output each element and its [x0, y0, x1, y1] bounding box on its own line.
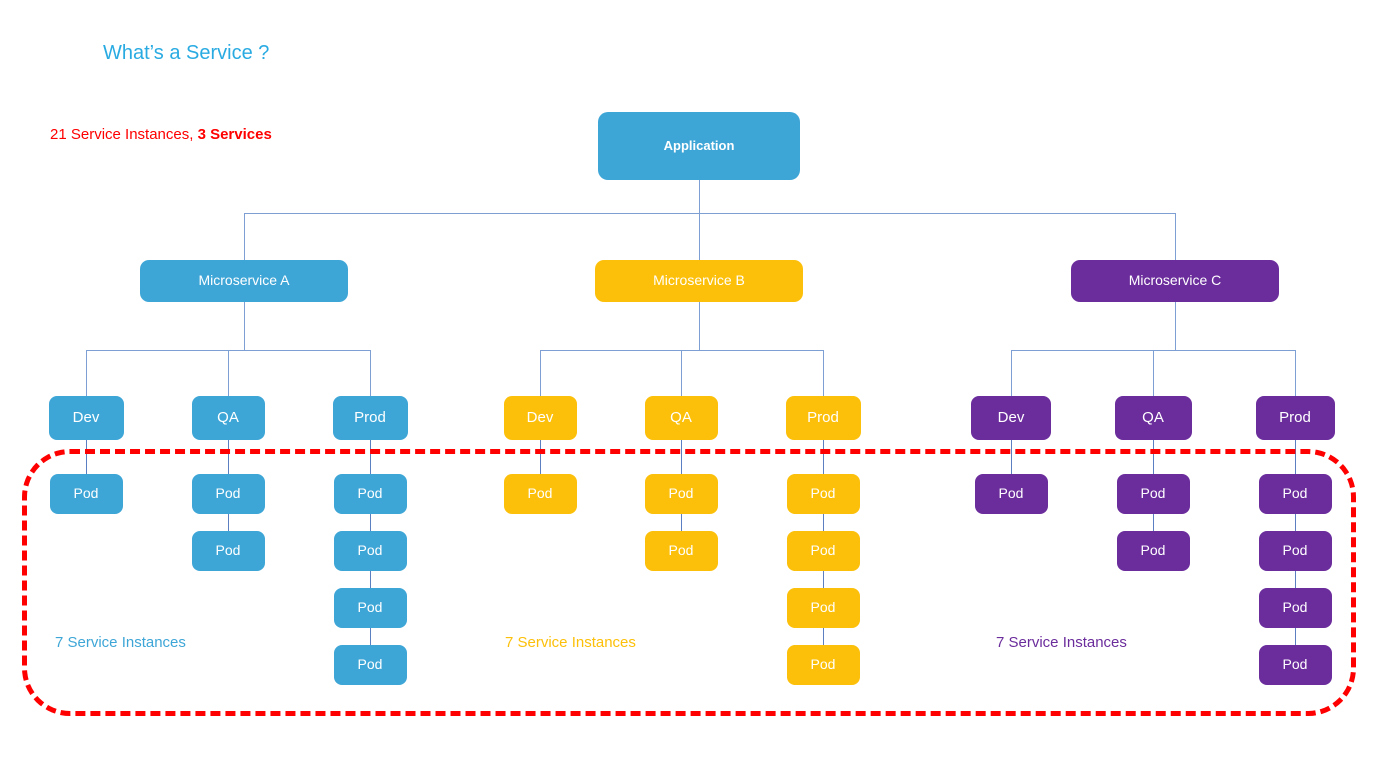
connector-env2-0-to-pod0 — [1011, 440, 1012, 474]
node-pod[interactable]: Pod — [644, 474, 718, 514]
connector-pod1-2-1 — [823, 571, 824, 588]
node-pod[interactable]: Pod — [1258, 645, 1332, 685]
node-env-1-2[interactable]: Prod — [785, 396, 861, 440]
connector-env1-0-to-pod0 — [540, 440, 541, 474]
connector-pod1-2-2 — [823, 628, 824, 645]
node-env-1-0[interactable]: Dev — [503, 396, 577, 440]
connector-pod0-2-0 — [370, 514, 371, 531]
page-title: What’s a Service ? — [103, 42, 270, 64]
connector-ms0-to-env2 — [370, 350, 371, 396]
connector-app-to-ms-2 — [1175, 213, 1176, 260]
node-env-0-1[interactable]: QA — [191, 396, 265, 440]
instances-label-1: 7 Service Instances — [505, 634, 636, 651]
connector-app-bus — [244, 213, 1175, 214]
connector-pod2-2-2 — [1295, 628, 1296, 645]
total-services-emphasis: 3 Services — [197, 126, 272, 143]
node-microservice-2[interactable]: Microservice C — [1071, 260, 1279, 302]
connector-pod0-2-1 — [370, 571, 371, 588]
connector-ms0-drop — [244, 302, 245, 350]
node-env-1-1[interactable]: QA — [644, 396, 718, 440]
connector-pod1-2-0 — [823, 514, 824, 531]
connector-ms2-to-env0 — [1011, 350, 1012, 396]
connector-app-to-ms-0 — [244, 213, 245, 260]
node-pod[interactable]: Pod — [49, 474, 123, 514]
connector-pod2-2-0 — [1295, 514, 1296, 531]
node-env-2-0[interactable]: Dev — [971, 396, 1051, 440]
instances-label-0: 7 Service Instances — [55, 634, 186, 651]
connector-pod2-1-0 — [1153, 514, 1154, 531]
node-env-0-0[interactable]: Dev — [48, 396, 124, 440]
node-pod[interactable]: Pod — [1258, 588, 1332, 628]
node-env-2-2[interactable]: Prod — [1255, 396, 1335, 440]
node-env-0-2[interactable]: Prod — [332, 396, 408, 440]
instances-label-2: 7 Service Instances — [996, 634, 1127, 651]
connector-ms2-drop — [1175, 302, 1176, 350]
connector-ms1-to-env0 — [540, 350, 541, 396]
node-microservice-0[interactable]: Microservice A — [140, 260, 348, 302]
connector-env2-2-to-pod0 — [1295, 440, 1296, 474]
connector-env0-1-to-pod0 — [228, 440, 229, 474]
node-pod[interactable]: Pod — [644, 531, 718, 571]
connector-ms0-to-env0 — [86, 350, 87, 396]
connector-app-drop — [699, 180, 700, 213]
node-pod[interactable]: Pod — [191, 531, 265, 571]
node-microservice-1[interactable]: Microservice B — [595, 260, 803, 302]
connector-env0-2-to-pod0 — [370, 440, 371, 474]
node-pod[interactable]: Pod — [503, 474, 577, 514]
connector-ms2-to-env2 — [1295, 350, 1296, 396]
node-pod[interactable]: Pod — [333, 645, 407, 685]
node-pod[interactable]: Pod — [974, 474, 1048, 514]
connector-ms1-to-env2 — [823, 350, 824, 396]
total-instances-label: 21 Service Instances, 3 Services — [50, 126, 272, 143]
node-pod[interactable]: Pod — [191, 474, 265, 514]
node-pod[interactable]: Pod — [1116, 474, 1190, 514]
connector-ms2-to-env1 — [1153, 350, 1154, 396]
connector-env1-1-to-pod0 — [681, 440, 682, 474]
connector-env1-2-to-pod0 — [823, 440, 824, 474]
node-pod[interactable]: Pod — [786, 531, 860, 571]
connector-ms1-drop — [699, 302, 700, 350]
connector-ms0-to-env1 — [228, 350, 229, 396]
connector-env0-0-to-pod0 — [86, 440, 87, 474]
node-env-2-1[interactable]: QA — [1114, 396, 1192, 440]
node-pod[interactable]: Pod — [1258, 531, 1332, 571]
node-pod[interactable]: Pod — [1116, 531, 1190, 571]
connector-env2-1-to-pod0 — [1153, 440, 1154, 474]
node-pod[interactable]: Pod — [786, 474, 860, 514]
node-pod[interactable]: Pod — [1258, 474, 1332, 514]
connector-app-to-ms-1 — [699, 213, 700, 260]
node-pod[interactable]: Pod — [333, 531, 407, 571]
node-pod[interactable]: Pod — [333, 588, 407, 628]
node-pod[interactable]: Pod — [786, 588, 860, 628]
connector-pod2-2-1 — [1295, 571, 1296, 588]
connector-pod1-1-0 — [681, 514, 682, 531]
connector-pod0-2-2 — [370, 628, 371, 645]
node-pod[interactable]: Pod — [786, 645, 860, 685]
connector-ms1-to-env1 — [681, 350, 682, 396]
node-application[interactable]: Application — [598, 112, 800, 180]
total-instances-prefix: 21 Service Instances, — [50, 126, 198, 143]
node-pod[interactable]: Pod — [333, 474, 407, 514]
connector-pod0-1-0 — [228, 514, 229, 531]
